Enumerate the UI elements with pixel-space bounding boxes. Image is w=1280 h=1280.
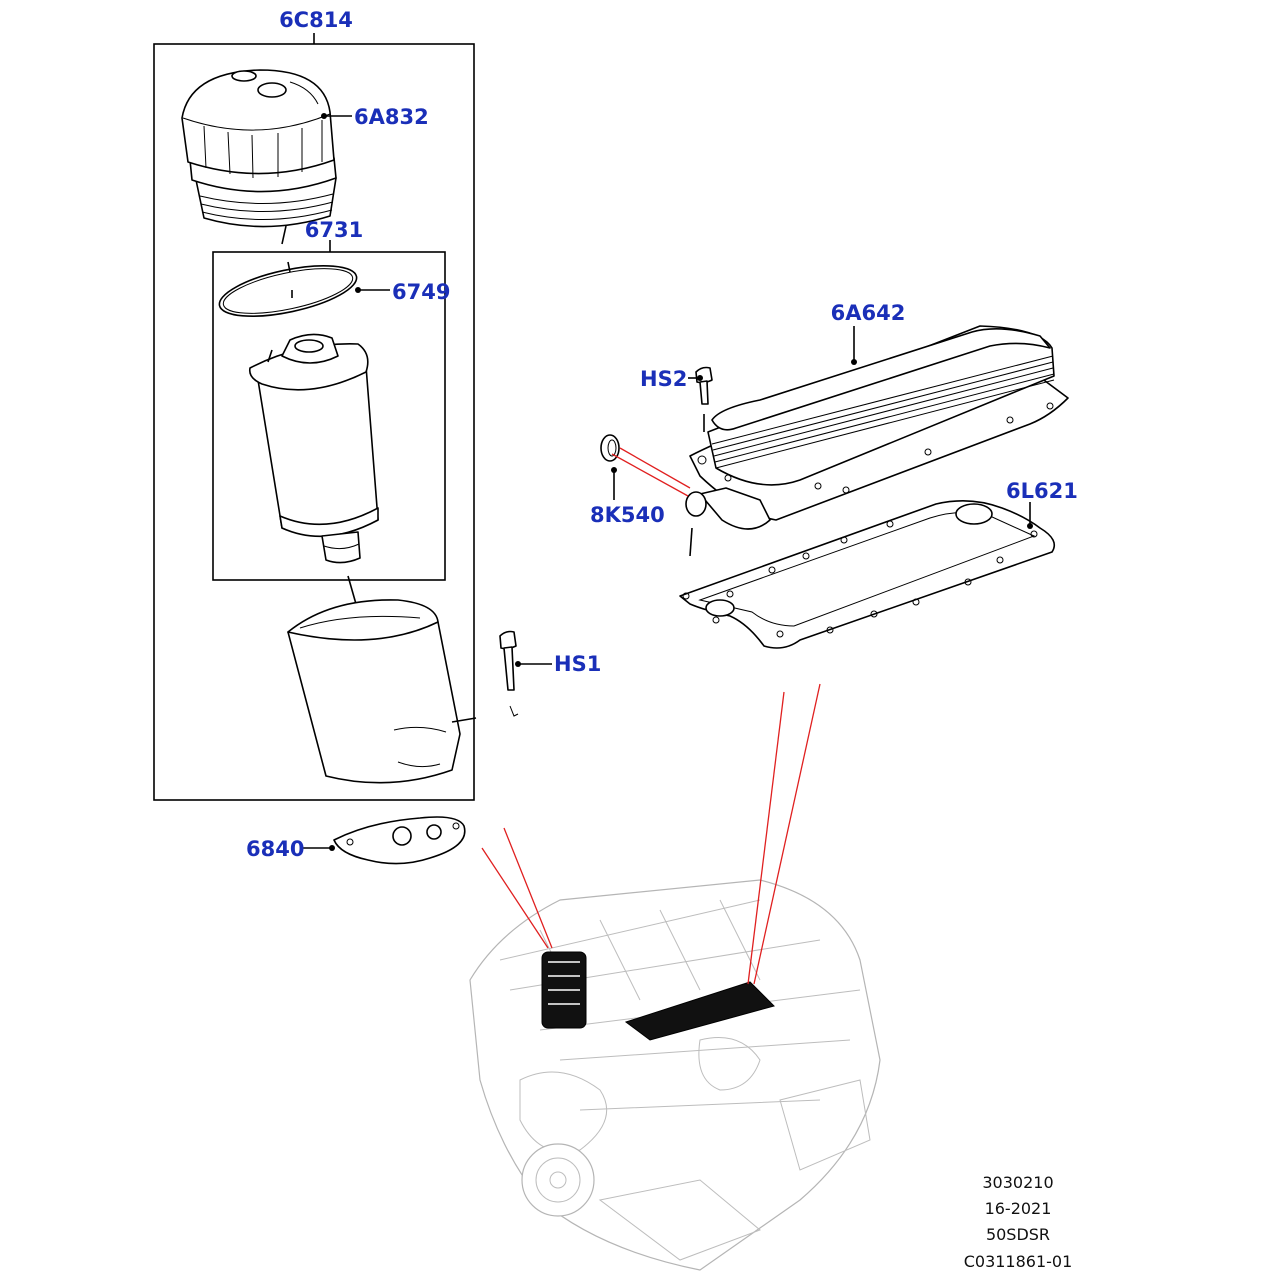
callout-6731[interactable]: 6731 bbox=[305, 218, 363, 242]
seal-icon[interactable] bbox=[600, 434, 620, 462]
callout-hs1[interactable]: HS1 bbox=[554, 652, 601, 676]
gasket-icon[interactable] bbox=[679, 500, 1056, 649]
gasket-icon[interactable] bbox=[333, 816, 466, 865]
callout-hs2[interactable]: HS2 bbox=[640, 367, 687, 391]
callout-leaders bbox=[302, 113, 1033, 851]
callout-6749[interactable]: 6749 bbox=[392, 280, 450, 304]
kit-6731-frame bbox=[212, 251, 446, 581]
reference-block: 3030210 16-2021 50SDSR C0311861-01 bbox=[964, 1173, 1073, 1271]
bolt-icon[interactable] bbox=[499, 630, 519, 717]
engine-icon bbox=[469, 879, 881, 1271]
assembly-6c814-frame bbox=[153, 43, 475, 801]
callout-6c814[interactable]: 6C814 bbox=[279, 8, 353, 32]
filter-housing-icon[interactable] bbox=[287, 575, 477, 784]
o-ring-icon[interactable] bbox=[215, 256, 361, 326]
callout-6840[interactable]: 6840 bbox=[246, 837, 304, 861]
callout-labels: 6C814 6A832 6731 6749 6A642 HS2 8K540 6L… bbox=[246, 8, 1078, 861]
callout-6a832[interactable]: 6A832 bbox=[354, 105, 429, 129]
callout-6l621[interactable]: 6L621 bbox=[1006, 479, 1078, 503]
ref-line-2: 16-2021 bbox=[985, 1199, 1052, 1218]
group-frames bbox=[153, 33, 475, 801]
ref-line-4: C0311861-01 bbox=[964, 1252, 1073, 1271]
callout-8k540[interactable]: 8K540 bbox=[590, 503, 665, 527]
oil-cooler-icon[interactable] bbox=[685, 325, 1069, 557]
red-leader-lines bbox=[481, 447, 821, 985]
filter-element-icon[interactable] bbox=[248, 333, 379, 564]
oil-filter-cap-icon[interactable] bbox=[181, 69, 337, 245]
callout-6a642[interactable]: 6A642 bbox=[831, 301, 906, 325]
ref-line-1: 3030210 bbox=[982, 1173, 1053, 1192]
ref-line-3: 50SDSR bbox=[986, 1225, 1050, 1244]
